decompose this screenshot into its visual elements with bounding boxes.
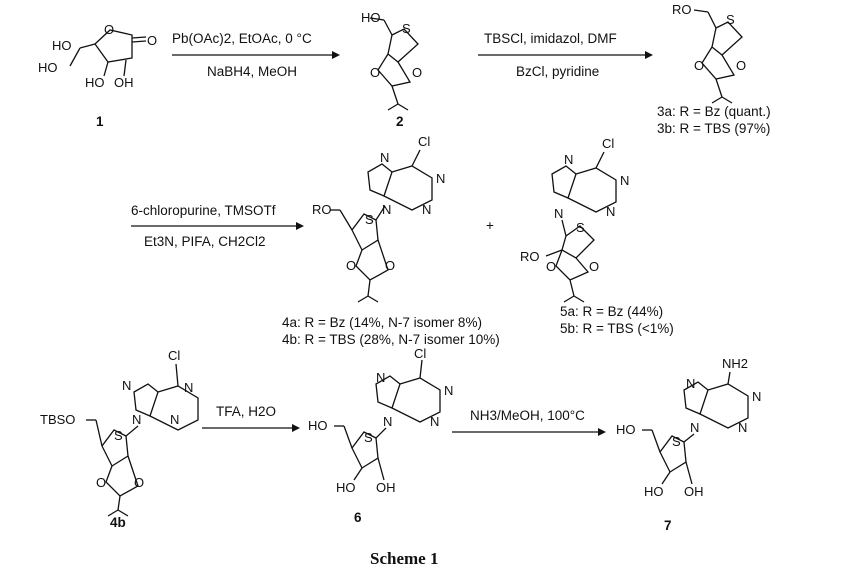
sulfur-label: S — [726, 12, 735, 27]
ro-label: RO — [672, 2, 692, 17]
compound-3b-label: 3b: R = TBS (97%) — [657, 121, 770, 136]
chlorine-label: Cl — [602, 136, 614, 151]
hydroxyl-label: HO — [361, 10, 381, 25]
carbonyl-oxygen-label: O — [147, 33, 157, 48]
arrowhead-icon — [598, 428, 606, 436]
nitrogen-label: N — [554, 206, 563, 221]
chlorine-label: Cl — [418, 134, 430, 149]
compound-3-structure: RO S O O — [672, 2, 746, 104]
compound-7-label: 7 — [664, 518, 672, 533]
compound-1-structure: O O HO HO HO OH — [38, 22, 157, 90]
hydroxyl-label: HO — [616, 422, 636, 437]
nitrogen-label: N — [422, 202, 431, 217]
nitrogen-label: N — [686, 376, 695, 391]
oxygen-label: O — [134, 475, 144, 490]
ro-label: RO — [312, 202, 332, 217]
sulfur-label: S — [365, 212, 374, 227]
hydroxyl-label: HO — [336, 480, 356, 495]
sulfur-label: S — [402, 21, 411, 36]
hydroxyl-label: OH — [114, 75, 134, 90]
oxygen-label: O — [412, 65, 422, 80]
nitrogen-label: N — [380, 150, 389, 165]
nitrogen-label: N — [170, 412, 179, 427]
hydroxyl-label: HO — [308, 418, 328, 433]
oxygen-label: O — [385, 258, 395, 273]
hydroxyl-label: HO — [38, 60, 58, 75]
ring-oxygen-label: O — [104, 22, 114, 37]
nitrogen-label: N — [606, 204, 615, 219]
nitrogen-label: N — [690, 420, 699, 435]
compound-4b-label: 4b: R = TBS (28%, N-7 isomer 10%) — [282, 332, 500, 347]
reaction-4-condition-top: TFA, H2O — [216, 404, 276, 419]
reaction-2-condition-top: TBSCl, imidazol, DMF — [484, 31, 617, 46]
compound-2-label: 2 — [396, 114, 404, 129]
scheme-caption: Scheme 1 — [370, 549, 438, 568]
hydroxyl-label: HO — [52, 38, 72, 53]
plus-sign: + — [486, 218, 494, 233]
reaction-1-condition-top: Pb(OAc)2, EtOAc, 0 °C — [172, 31, 312, 46]
arrowhead-icon — [292, 424, 300, 432]
tbso-label: TBSO — [40, 412, 75, 427]
oxygen-label: O — [546, 259, 556, 274]
oxygen-label: O — [736, 58, 746, 73]
nitrogen-label: N — [184, 380, 193, 395]
sulfur-label: S — [672, 434, 681, 449]
nitrogen-label: N — [738, 420, 747, 435]
hydroxyl-label: OH — [684, 484, 704, 499]
compound-6-structure: Cl N N N N HO S HO OH — [308, 346, 453, 495]
nitrogen-label: N — [752, 389, 761, 404]
compound-4a-label: 4a: R = Bz (14%, N-7 isomer 8%) — [282, 315, 482, 330]
nitrogen-label: N — [436, 171, 445, 186]
reaction-2-condition-bottom: BzCl, pyridine — [516, 64, 599, 79]
nitrogen-label: N — [122, 378, 131, 393]
oxygen-label: O — [694, 58, 704, 73]
compound-5b-label: 5b: R = TBS (<1%) — [560, 321, 674, 336]
arrowhead-icon — [332, 51, 340, 59]
nitrogen-label: N — [376, 370, 385, 385]
reaction-5-condition-top: NH3/MeOH, 100°C — [470, 408, 585, 423]
amino-label: NH2 — [722, 356, 748, 371]
oxygen-label: O — [96, 475, 106, 490]
compound-4b-structure: Cl N N N N TBSO S O O — [40, 348, 199, 517]
nitrogen-label: N — [620, 173, 629, 188]
reaction-3-condition-top: 6-chloropurine, TMSOTf — [131, 203, 276, 218]
nitrogen-label: N — [383, 414, 392, 429]
hydroxyl-label: OH — [376, 480, 396, 495]
compound-1-label: 1 — [96, 114, 104, 129]
oxygen-label: O — [589, 259, 599, 274]
nitrogen-label: N — [132, 412, 141, 427]
compound-5a-label: 5a: R = Bz (44%) — [560, 304, 663, 319]
reaction-1-condition-bottom: NaBH4, MeOH — [207, 64, 297, 79]
nitrogen-label: N — [444, 383, 453, 398]
compound-4-structure: Cl N N N N RO S O O — [312, 134, 445, 303]
nitrogen-label: N — [430, 414, 439, 429]
compound-7-structure: NH2 N N N N HO S HO OH — [616, 356, 761, 499]
ro-label: RO — [520, 249, 540, 264]
nitrogen-label: N — [564, 152, 573, 167]
oxygen-label: O — [346, 258, 356, 273]
oxygen-label: O — [370, 65, 380, 80]
reaction-3-condition-bottom: Et3N, PIFA, CH2Cl2 — [144, 234, 266, 249]
chlorine-label: Cl — [168, 348, 180, 363]
sulfur-label: S — [576, 220, 585, 235]
nitrogen-label: N — [382, 202, 391, 217]
compound-4b-bottom-label: 4b — [110, 515, 126, 530]
sulfur-label: S — [114, 428, 123, 443]
chlorine-label: Cl — [414, 346, 426, 361]
arrowhead-icon — [645, 51, 653, 59]
compound-3a-label: 3a: R = Bz (quant.) — [657, 104, 771, 119]
compound-5-structure: Cl N N N N S RO O O — [520, 136, 629, 303]
sulfur-label: S — [364, 430, 373, 445]
arrowhead-icon — [296, 222, 304, 230]
hydroxyl-label: HO — [85, 75, 105, 90]
compound-2-structure: HO S O O — [361, 10, 422, 111]
compound-6-label: 6 — [354, 510, 362, 525]
hydroxyl-label: HO — [644, 484, 664, 499]
